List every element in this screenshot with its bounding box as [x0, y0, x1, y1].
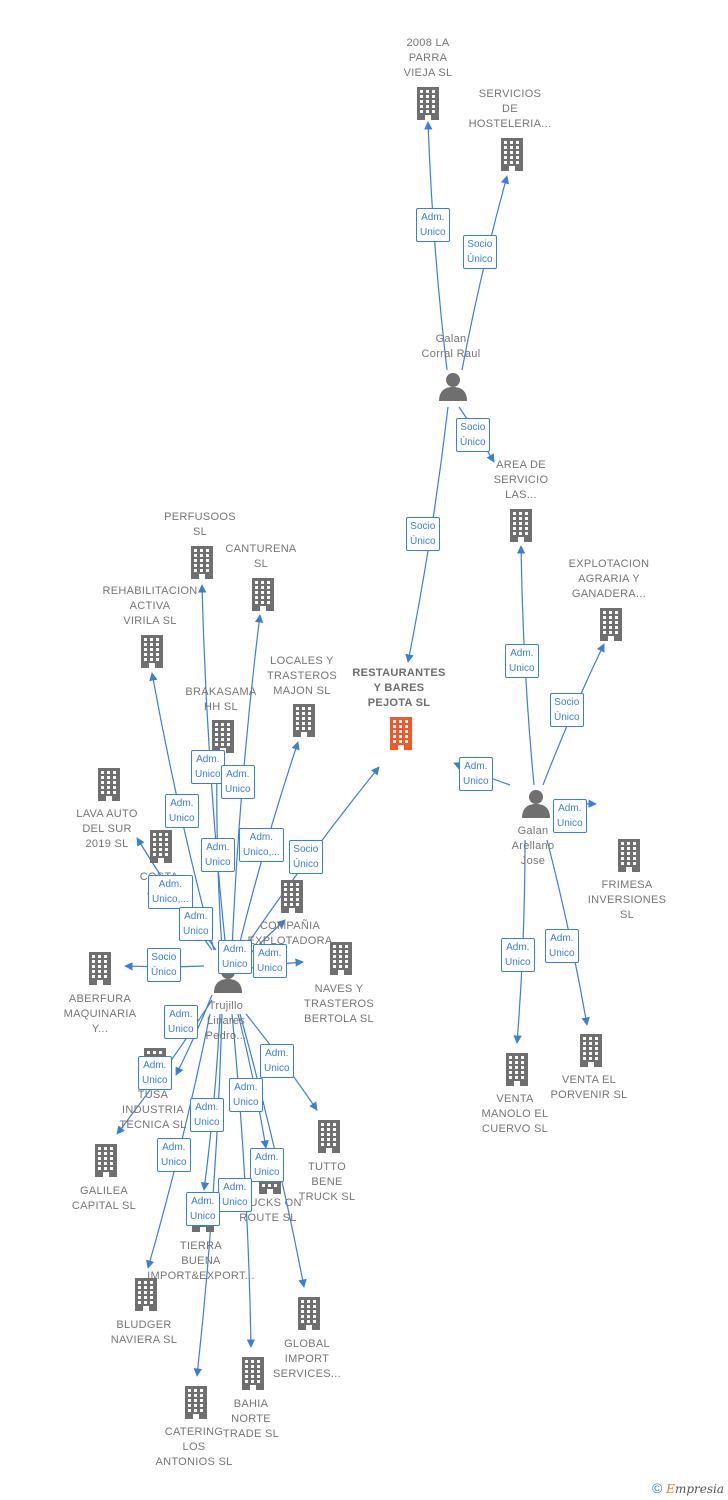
brand-rest: mpresia [674, 1482, 724, 1496]
node-label-main[interactable]: RESTAURANTES Y BARES PEJOTA SL [352, 667, 446, 709]
brand-logo: Empresia [666, 1482, 724, 1496]
node-label-tutto[interactable]: TUTTO BENE TRUCK SL [298, 1161, 356, 1203]
relation-edge-r2 [461, 175, 510, 371]
building-icon[interactable] [315, 1119, 343, 1158]
node-label-bludger[interactable]: BLUDGER NAVIERA SL [110, 1319, 178, 1346]
relation-label-r6[interactable]: Socio Único [550, 693, 584, 727]
building-icon[interactable] [188, 545, 216, 584]
relation-label-r26[interactable]: Adm. Unico [190, 1098, 224, 1132]
relation-edge-r1 [424, 121, 448, 371]
node-label-tierra[interactable]: TIERRA BUENA IMPORT&EXPORT... [147, 1240, 255, 1282]
node-label-frimesa[interactable]: FRIMESA INVERSIONES SL [587, 879, 667, 921]
building-icon[interactable] [597, 607, 625, 646]
copyright-symbol: © [651, 1480, 663, 1496]
relation-label-r20[interactable]: Adm. Unico [218, 940, 252, 974]
building-icon[interactable] [249, 577, 277, 616]
relation-label-r17[interactable]: Adm. Unico,... [148, 875, 193, 909]
building-icon[interactable] [290, 703, 318, 742]
relation-label-r12[interactable]: Adm. Unico [221, 765, 255, 799]
relation-label-r7[interactable]: Adm. Unico [459, 757, 493, 791]
building-icon[interactable] [95, 767, 123, 806]
node-label-manolo[interactable]: VENTA MANOLO EL CUERVO SL [481, 1093, 549, 1135]
building-icon[interactable] [414, 86, 442, 125]
node-label-brakasama[interactable]: BRAKASAMA HH SL [185, 686, 257, 713]
node-label-serv[interactable]: SERVICIOS DE HOSTELERIA... [468, 88, 552, 130]
building-icon[interactable] [577, 1033, 605, 1072]
relation-label-r25[interactable]: Adm. Unico [229, 1078, 263, 1112]
building-icon[interactable] [503, 1052, 531, 1091]
relation-label-r23[interactable]: Adm. Unico [138, 1056, 172, 1090]
building-icon[interactable] [295, 1296, 323, 1335]
relation-label-r1[interactable]: Adm. Unico [416, 208, 450, 242]
building-icon[interactable] [147, 829, 175, 868]
main-company-building-icon[interactable] [387, 716, 415, 755]
relation-label-r29[interactable]: Adm. Unico [218, 1178, 252, 1212]
node-label-galan_arellano[interactable]: Galan Arellano Jose [511, 825, 555, 867]
relation-label-r19[interactable]: Socio Único [147, 948, 181, 982]
node-label-perfusoos[interactable]: PERFUSOOS SL [164, 511, 236, 538]
building-icon[interactable] [507, 508, 535, 547]
building-icon[interactable] [278, 879, 306, 918]
node-label-explot[interactable]: EXPLOTACION AGRARIA Y GANADERA... [568, 558, 650, 600]
building-icon[interactable] [132, 1277, 160, 1316]
relation-label-r18[interactable]: Adm. Unico [179, 907, 213, 941]
building-icon[interactable] [239, 1356, 267, 1395]
building-icon[interactable] [498, 137, 526, 176]
brand-initial: E [666, 1482, 675, 1496]
node-label-galilea[interactable]: GALILEA CAPITAL SL [71, 1185, 137, 1212]
relation-label-r21[interactable]: Adm. Unico [253, 944, 287, 978]
relation-label-r8[interactable]: Adm. Unico [553, 799, 587, 833]
relation-label-r14[interactable]: Adm. Unico [201, 838, 235, 872]
node-label-global[interactable]: GLOBAL IMPORT SERVICES... [273, 1338, 341, 1380]
node-label-catering[interactable]: CATERING LOS ANTONIOS SL [155, 1426, 233, 1468]
building-icon[interactable] [615, 838, 643, 877]
building-icon[interactable] [86, 951, 114, 990]
node-label-rehab[interactable]: REHABILITACION ACTIVA VIRILA SL [102, 585, 198, 627]
relation-label-r5[interactable]: Adm. Unico [505, 644, 539, 678]
node-label-n2008[interactable]: 2008 LA PARRA VIEJA SL [403, 37, 453, 79]
node-label-galan_corral[interactable]: Galan Corral Raul [421, 333, 481, 360]
building-icon[interactable] [182, 1385, 210, 1424]
node-label-tusa[interactable]: TUSA INDUSTRIA TECNICA SL [119, 1089, 187, 1131]
node-label-canturena[interactable]: CANTURENA SL [225, 543, 297, 570]
person-icon[interactable] [521, 788, 551, 823]
node-label-trujillo[interactable]: Trujillo Linares Pedro... [205, 1000, 247, 1042]
relation-label-r16[interactable]: Socio Único [289, 840, 323, 874]
node-label-naves[interactable]: NAVES Y TRASTEROS BERTOLA SL [304, 983, 374, 1025]
relation-label-r2[interactable]: Socio Único [463, 235, 497, 269]
relation-label-r24[interactable]: Adm. Unico [260, 1044, 294, 1078]
node-label-compania[interactable]: COMPAÑIA EXPLOTADORA [247, 920, 333, 947]
relation-label-r9[interactable]: Adm. Unico [501, 938, 535, 972]
relation-label-r10[interactable]: Adm. Unico [545, 929, 579, 963]
person-icon[interactable] [438, 371, 468, 406]
relation-label-r15[interactable]: Adm. Unico,... [239, 828, 284, 862]
relation-label-r22[interactable]: Adm. Unico [164, 1005, 198, 1039]
building-icon[interactable] [327, 941, 355, 980]
node-label-locales[interactable]: LOCALES Y TRASTEROS MAJON SL [267, 655, 337, 697]
building-icon[interactable] [138, 634, 166, 673]
copyright-footer: © Empresia [652, 1480, 724, 1496]
relation-label-r11[interactable]: Adm. Unico [191, 750, 225, 784]
building-icon[interactable] [92, 1143, 120, 1182]
relation-label-r28[interactable]: Adm. Unico [250, 1148, 284, 1182]
node-label-area[interactable]: AREA DE SERVICIO LAS... [493, 459, 549, 501]
node-label-porvenir[interactable]: VENTA EL PORVENIR SL [550, 1074, 628, 1101]
relation-label-r3[interactable]: Socio Único [456, 418, 490, 452]
relation-label-r4[interactable]: Socio Único [406, 517, 440, 551]
node-label-bahia[interactable]: BAHIA NORTE TRADE SL [222, 1398, 280, 1440]
node-label-lava[interactable]: LAVA AUTO DEL SUR 2019 SL [76, 808, 138, 850]
relation-label-r27[interactable]: Adm. Unico [157, 1138, 191, 1172]
relation-label-r30[interactable]: Adm. Unico [186, 1192, 220, 1226]
node-label-aberfura[interactable]: ABERFURA MAQUINARIA Y... [63, 993, 137, 1035]
relation-label-r13[interactable]: Adm. Unico [165, 794, 199, 828]
building-icon[interactable] [209, 719, 237, 758]
